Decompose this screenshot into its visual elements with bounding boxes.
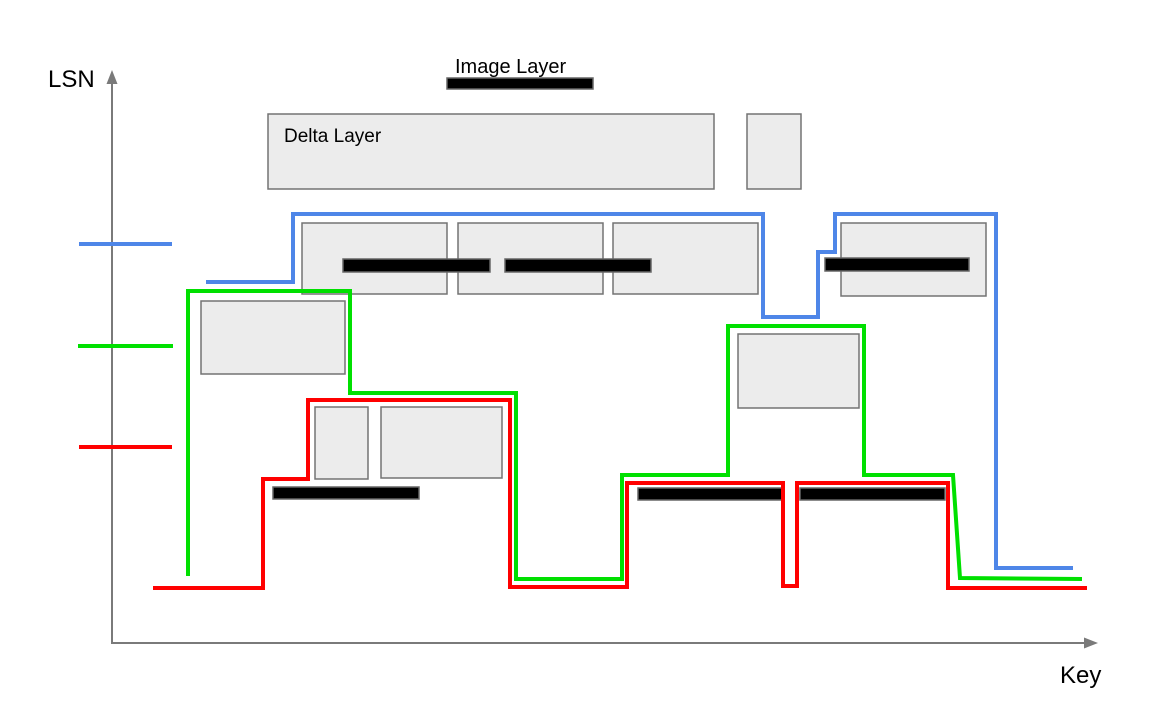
image-layer-bars: Image Layer	[272, 56, 970, 501]
lsn-snapshot-lines	[153, 212, 1087, 590]
image-layer-bar-legend	[446, 77, 594, 90]
image-layer-bar-row2-b	[504, 258, 652, 273]
delta-layer-box-low-small	[314, 406, 369, 480]
y-axis-label: LSN	[48, 66, 95, 93]
image-layer-bar-bottom-left	[272, 486, 420, 500]
delta-layer-box-mid-left	[200, 300, 346, 375]
delta-layer-labeled-box	[267, 113, 715, 190]
image-layer-bar-row2-a	[342, 258, 491, 273]
x-axis-label: Key	[1060, 662, 1101, 689]
delta-layer-box-mid-right	[737, 333, 860, 409]
green-lsn-line	[186, 289, 1083, 581]
delta-layer-label: Delta Layer	[284, 126, 382, 147]
image-layer-bar-bottom-mid	[637, 487, 783, 501]
delta-layer-box-top-small	[746, 113, 802, 190]
axes: LSN Key	[48, 66, 1101, 689]
y-axis-arrow-icon	[106, 70, 118, 84]
red-lsn-line	[153, 398, 1087, 590]
delta-layer-box-low-large	[380, 406, 503, 479]
blue-lsn-line	[206, 212, 1073, 570]
x-axis-arrow-icon	[1084, 637, 1098, 649]
lsn-axis-ticks	[78, 242, 173, 449]
image-layer-label: Image Layer	[455, 56, 567, 78]
image-layer-bar-bottom-right	[799, 487, 946, 501]
delta-layer-boxes: Delta Layer	[200, 113, 987, 480]
image-layer-bar-row2-c	[824, 257, 970, 272]
